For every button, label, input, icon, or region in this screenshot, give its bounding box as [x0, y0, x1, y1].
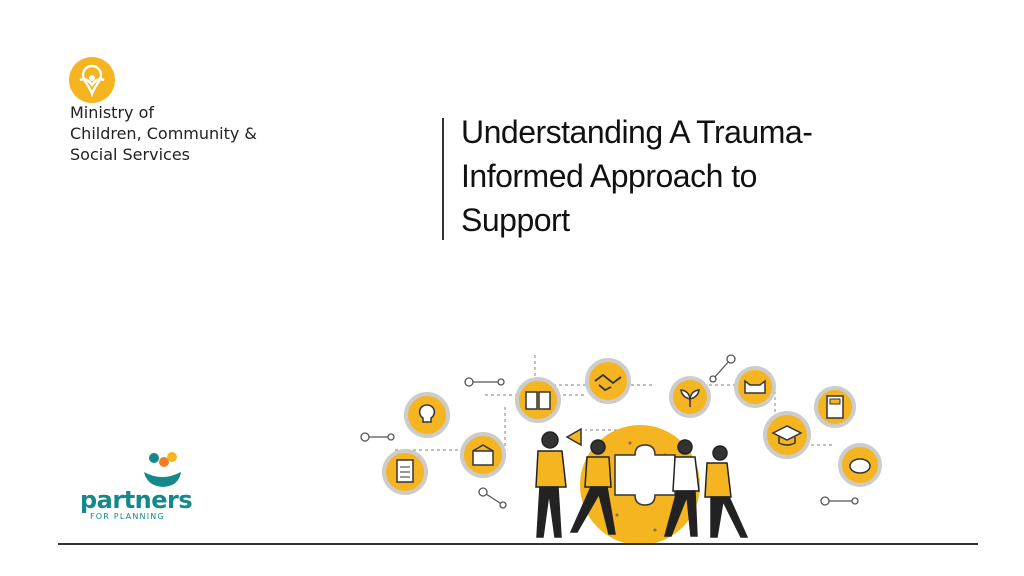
- teamwork-illustration: [360, 354, 882, 545]
- title-line3: Support: [461, 202, 570, 238]
- partner-name: partners: [80, 486, 193, 514]
- title-line2: Informed Approach to: [461, 158, 757, 194]
- megaphone-icon: [565, 427, 582, 447]
- partner-subtitle: FOR PLANNING: [90, 512, 165, 521]
- ministry-name-line3: Social Services: [70, 145, 190, 164]
- ontario-trillium-logo: [69, 57, 115, 103]
- clipboard-icon: [382, 449, 428, 495]
- title-divider: [442, 118, 444, 240]
- plant-icon: [669, 376, 711, 418]
- partners-for-planning-logo: [144, 452, 181, 487]
- title-line1: Understanding A Trauma-: [461, 114, 813, 150]
- ministry-name-line2: Children, Community &: [70, 124, 257, 143]
- box-icon: [460, 432, 506, 478]
- book-icon: [515, 377, 561, 423]
- page-title: Understanding A Trauma- Informed Approac…: [461, 110, 881, 242]
- calculator-icon: [814, 386, 856, 428]
- handshake-icon: [585, 358, 631, 404]
- ministry-name: Ministry of Children, Community & Social…: [70, 102, 257, 165]
- lightbulb-icon: [404, 392, 450, 438]
- cat-icon: [734, 366, 776, 408]
- ministry-name-line1: Ministry of: [70, 103, 154, 122]
- piggy-bank-icon: [838, 443, 882, 487]
- graduation-cap-icon: [763, 411, 811, 459]
- floor-line: [58, 543, 978, 545]
